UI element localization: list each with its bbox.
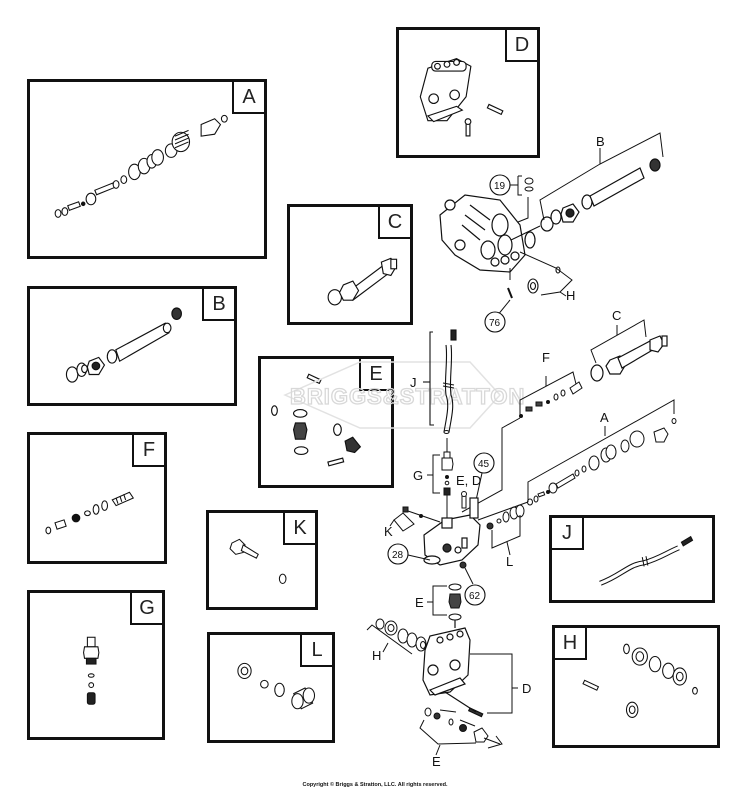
- pump-body[interactable]: [439, 194, 536, 273]
- kit-box-j[interactable]: J: [549, 515, 715, 603]
- watermark: BRIGGS&STRATTON: [283, 361, 525, 429]
- valve-kit-a-illustration: [54, 114, 228, 218]
- kit-label-a: A: [232, 82, 264, 114]
- seal-kit-h-illustration: [582, 643, 698, 718]
- callout-d: D: [522, 681, 531, 696]
- svg-text:76: 76: [489, 318, 501, 329]
- pipe-kit-b-illustration: [65, 307, 182, 383]
- kit-box-a[interactable]: A: [27, 79, 267, 259]
- part-19[interactable]: 19: [489, 174, 511, 196]
- manifold-body[interactable]: [423, 497, 481, 566]
- fitting-kit-g-illustration: [83, 636, 100, 705]
- callout-a: A: [600, 410, 609, 425]
- callout-b: B: [596, 134, 605, 149]
- kit-box-b[interactable]: B: [27, 286, 237, 406]
- kit-box-e[interactable]: E: [258, 356, 394, 488]
- callout-c: C: [612, 308, 621, 323]
- kit-label-l: L: [300, 635, 332, 667]
- hose-assembly-j[interactable]: [423, 329, 457, 435]
- manifold-d-assembly[interactable]: [422, 620, 484, 718]
- callout-h-bottom: H: [372, 648, 381, 663]
- kit-box-f[interactable]: F: [27, 432, 167, 564]
- callout-g: G: [413, 468, 423, 483]
- pipe-c-illustration: [327, 257, 398, 306]
- kit-label-d: D: [505, 30, 537, 62]
- callout-e-mid: E: [415, 595, 424, 610]
- callout-j: J: [410, 375, 417, 390]
- watermark-text: BRIGGS&STRATTON: [290, 384, 525, 409]
- part-62[interactable]: 62: [464, 584, 486, 606]
- callout-k: K: [384, 524, 393, 539]
- kit-box-c[interactable]: C: [287, 204, 413, 325]
- plug-kit-e-illustration: [271, 373, 362, 467]
- bolt-kit-k-illustration: [229, 538, 287, 585]
- pipe-assembly-b[interactable]: [540, 158, 661, 232]
- callout-f: F: [542, 350, 550, 365]
- svg-text:28: 28: [392, 550, 404, 561]
- part-45[interactable]: 45: [473, 452, 495, 474]
- kit-box-g[interactable]: G: [27, 590, 165, 740]
- seal-assembly-h-lower[interactable]: [375, 618, 427, 652]
- callout-l: L: [506, 554, 513, 569]
- copyright-notice: Copyright © Briggs & Stratton, LLC. All …: [302, 782, 448, 788]
- svg-text:62: 62: [469, 591, 481, 602]
- kit-label-b: B: [202, 289, 234, 321]
- seal-kit-l-illustration: [237, 662, 316, 710]
- part-28[interactable]: 28: [387, 543, 409, 565]
- kit-label-j: J: [552, 518, 584, 550]
- callout-e-d: E, D: [456, 473, 481, 488]
- unloader-assembly-f[interactable]: [519, 381, 583, 418]
- callout-e-bottom: E: [432, 754, 441, 769]
- kit-box-k[interactable]: K: [206, 510, 318, 610]
- kit-box-h[interactable]: H: [552, 625, 720, 748]
- part-76[interactable]: 76: [484, 311, 506, 333]
- kit-box-l[interactable]: L: [207, 632, 335, 743]
- pipe-assembly-c[interactable]: [590, 335, 668, 382]
- unloader-kit-f-illustration: [45, 491, 135, 535]
- kit-label-e: E: [359, 359, 391, 391]
- fitting-assembly-g[interactable]: [441, 438, 454, 520]
- kit-label-f: F: [132, 435, 164, 467]
- kit-label-h: H: [555, 628, 587, 660]
- kit-label-c: C: [378, 207, 410, 239]
- valve-assembly-a[interactable]: [527, 418, 677, 506]
- kit-label-g: G: [130, 593, 162, 625]
- kit-label-k: K: [283, 513, 315, 545]
- kit-box-d[interactable]: D: [396, 27, 540, 158]
- callout-h-top: H: [566, 288, 575, 303]
- svg-text:19: 19: [494, 181, 506, 192]
- svg-text:45: 45: [478, 459, 490, 470]
- hose-kit-j-illustration: [599, 535, 694, 586]
- manifold-d-illustration: [419, 58, 504, 137]
- seal-assembly-l[interactable]: [486, 504, 525, 530]
